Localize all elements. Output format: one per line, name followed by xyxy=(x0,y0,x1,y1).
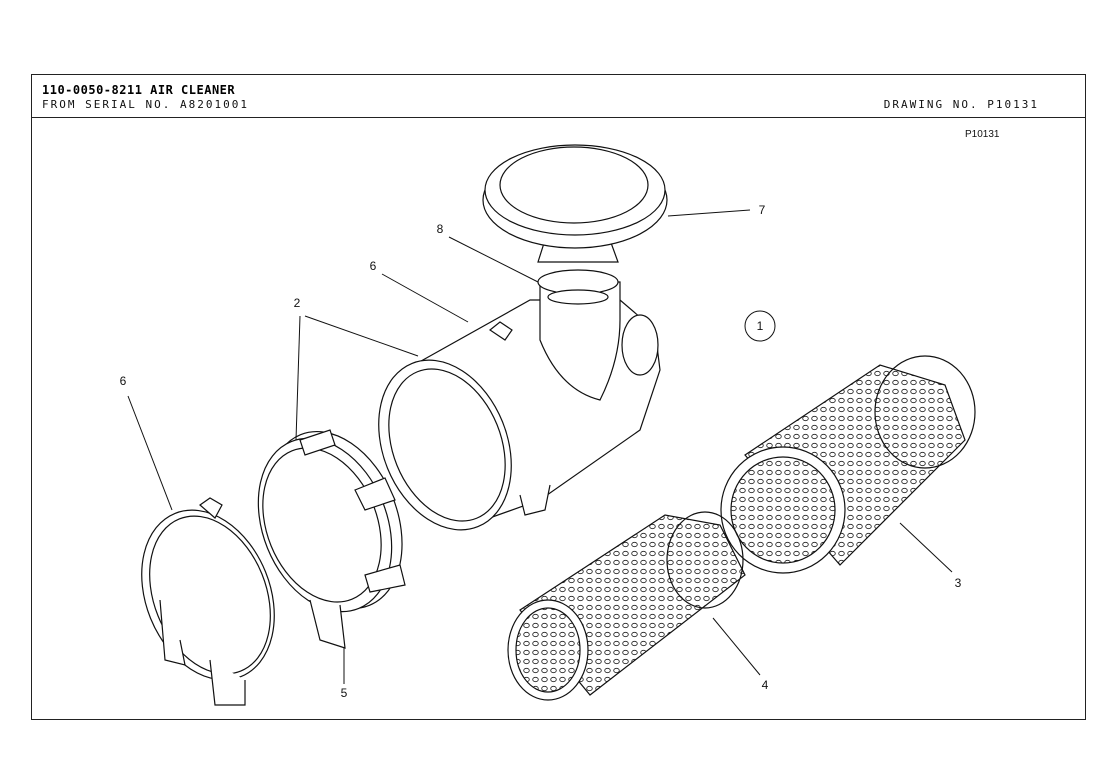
callout-8: 8 xyxy=(437,222,444,236)
callout-3: 3 xyxy=(955,576,962,590)
drawing-number: DRAWING NO. P10131 xyxy=(883,98,1039,111)
part-title: 110-0050-8211 AIR CLEANER xyxy=(42,83,236,97)
primary-filter-part-3 xyxy=(720,355,976,574)
serial-number: FROM SERIAL NO. A8201001 xyxy=(42,98,249,111)
mounting-band-part-6 xyxy=(141,497,275,706)
title-block: 110-0050-8211 AIR CLEANER FROM SERIAL NO… xyxy=(32,75,1085,118)
callout-2: 2 xyxy=(294,296,301,310)
leader-lines xyxy=(127,209,953,684)
drawing-frame: 110-0050-8211 AIR CLEANER FROM SERIAL NO… xyxy=(31,74,1086,720)
housing-body xyxy=(378,269,661,531)
safety-filter-part-4 xyxy=(507,511,746,701)
drawing-ref: P10131 xyxy=(965,129,1000,140)
callout-6-left: 6 xyxy=(120,374,127,388)
callout-7: 7 xyxy=(759,203,766,217)
callout-1: 1 xyxy=(757,319,764,333)
dust-cap-part-2 xyxy=(257,429,406,649)
cover-part-7 xyxy=(482,144,668,263)
callout-4: 4 xyxy=(762,678,769,692)
callout-6-top: 6 xyxy=(370,259,377,273)
callout-5: 5 xyxy=(341,686,348,700)
